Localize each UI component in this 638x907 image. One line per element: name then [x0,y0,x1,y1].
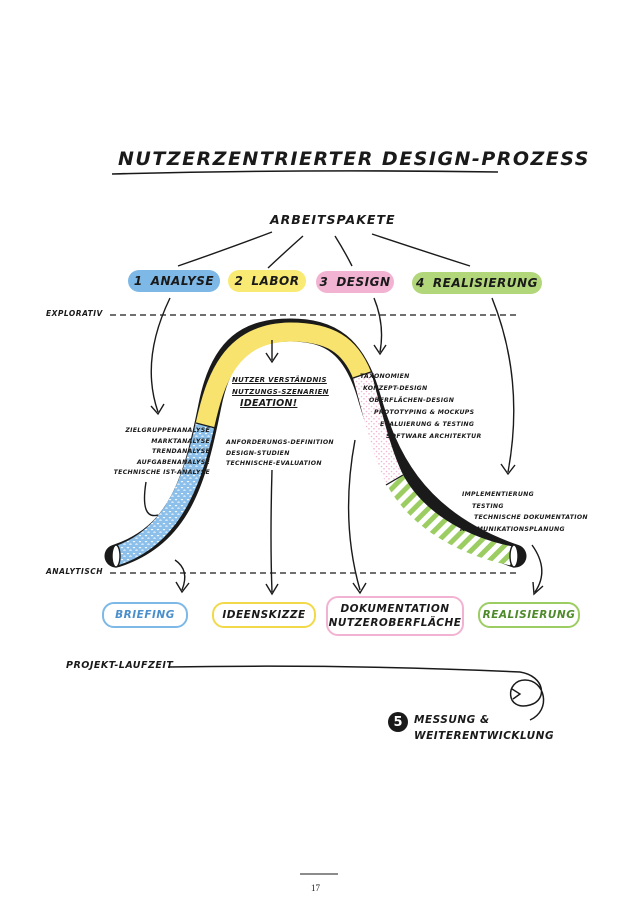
note-item: IDEATION! [240,398,298,409]
note-item: OBERFLÄCHEN-DESIGN [369,397,455,404]
phase-number: 4 [416,276,425,290]
output-label: IDEENSKIZZE [222,609,306,621]
note-item: ANFORDERUNGS-DEFINITION [226,439,334,446]
note-item: MARKTANALYSE [151,437,210,445]
note-item: TECHNISCHE-EVALUATION [226,460,322,467]
page-number: 17 [311,883,320,893]
note-item: ZIELGRUPPENANALYSE [125,427,210,434]
output-label-line2: NUTZEROBERFLÄCHE [328,617,462,629]
notes-realisierung: IMPLEMENTIERUNG TESTING TECHNISCHE DOKUM… [460,489,588,535]
step5-line2: WEITERENTWICKLUNG [414,730,555,742]
curve-segment-realisierung [386,475,514,566]
note-item: TESTING [472,502,504,510]
branch-lines [177,231,471,269]
output-arrows [143,439,544,596]
label-analytisch: ANALYTISCH [46,567,104,576]
timeline-spiral [509,671,545,721]
step5-line1: MESSUNG & [414,714,490,726]
phase-number: 1 [133,274,143,288]
step5-label: MESSUNG & WEITERENTWICKLUNG [414,712,554,744]
phase-label: ANALYSE [150,274,215,288]
title-underline [111,170,499,175]
curve-segment-design [352,372,404,485]
step5-badge: 5 [388,712,408,732]
notes-labor-bottom: ANFORDERUNGS-DEFINITION DESIGN-STUDIEN T… [226,438,334,470]
note-item: NUTZER VERSTÄNDNIS [232,376,327,384]
note-item: SOFTWARE ARCHITEKTUR [386,433,482,440]
output-dokumentation: DOKUMENTATION NUTZEROBERFLÄCHE [326,596,464,636]
phase-labor: 2 LABOR [228,270,306,292]
note-item: PROTOTYPING & MOCKUPS [374,409,475,416]
phase-number: 2 [234,274,244,288]
notes-analyse: ZIELGRUPPENANALYSE MARKTANALYSE TRENDANA… [98,426,210,479]
output-briefing: BRIEFING [102,602,188,628]
note-item: IMPLEMENTIERUNG [462,491,535,498]
phase-label: LABOR [251,274,300,288]
timeline-label: PROJEKT-LAUFZEIT [66,660,174,671]
curve-segment-labor [195,322,371,428]
note-item: EVALUIERUNG & TESTING [380,421,475,428]
phase-label: DESIGN [336,275,391,289]
curve-end-left [111,544,121,568]
output-realisierung: REALISIERUNG [478,602,580,628]
phase-number: 3 [319,275,329,289]
note-item: TECHNISCHE IST-ANALYSE [113,469,210,476]
note-item: DESIGN-STUDIEN [226,449,290,457]
phase-arrows [150,297,516,476]
note-item: TECHNISCHE DOKUMENTATION [474,514,588,521]
step5-number: 5 [393,714,403,730]
note-item: AUFGABENANALYSE [136,458,210,466]
note-item: KOMMUNIKATIONSPLANUNG [460,525,565,533]
phase-analyse: 1 ANALYSE [128,270,220,292]
label-explorativ: EXPLORATIV [46,309,103,318]
notes-design: TAXONOMIEN KONZEPT-DESIGN OBERFLÄCHEN-DE… [360,371,482,443]
notes-labor-top: NUTZER VERSTÄNDNIS NUTZUNGS-SZENARIEN ID… [232,374,329,410]
note-item: TAXONOMIEN [360,373,410,380]
phase-label: REALISIERUNG [432,276,538,290]
output-label: BRIEFING [115,609,175,621]
phase-design: 3 DESIGN [316,271,394,293]
work-packages-label: ARBEITSPAKETE [270,212,396,227]
diagram-title: NUTZERZENTRIERTER DESIGN-PROZESS [118,148,590,170]
curve-segment-analyse [112,423,215,566]
output-label-line1: DOKUMENTATION [340,603,450,615]
note-item: TRENDANALYSE [151,448,210,455]
output-label: REALISIERUNG [482,609,576,621]
output-ideenskizze: IDEENSKIZZE [212,602,316,628]
note-item: NUTZUNGS-SZENARIEN [232,388,329,396]
timeline-line [167,665,521,673]
phase-realisierung: 4 REALISIERUNG [412,272,542,294]
note-item: KONZEPT-DESIGN [363,385,428,392]
curve-end-right [509,544,519,568]
